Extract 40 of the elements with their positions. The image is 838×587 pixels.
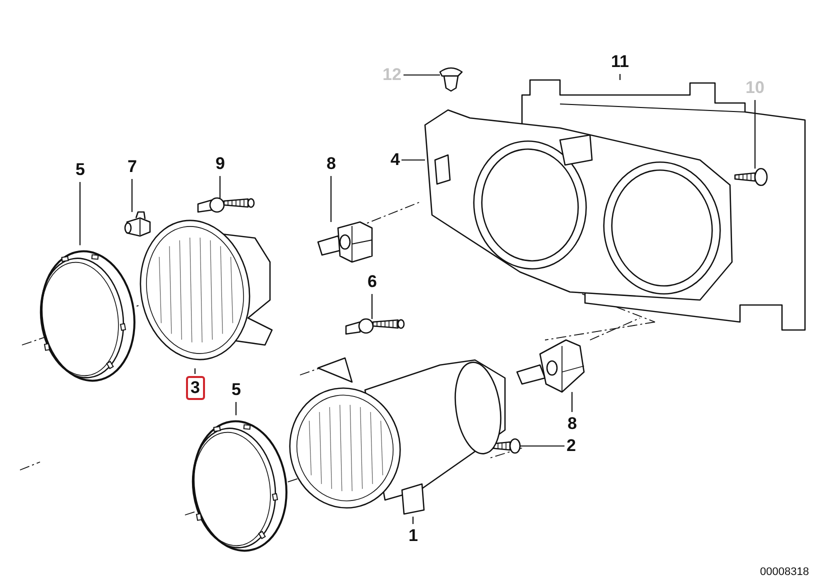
leader-line — [131, 179, 133, 212]
callout-number: 1 — [408, 526, 418, 546]
trim-ring-drawing — [40, 250, 136, 382]
leader-line — [404, 74, 440, 76]
callout-number: 8 — [568, 414, 577, 434]
leader-line — [235, 402, 237, 416]
callout-number: 11 — [611, 52, 629, 72]
leader-line — [371, 294, 373, 319]
adjusting-screw-drawing — [345, 318, 405, 335]
clip-drawing — [439, 67, 463, 92]
callout-number: 8 — [326, 154, 336, 174]
leader-line — [219, 176, 221, 198]
callout-number: 3 — [186, 376, 205, 400]
bulb-drawing — [317, 221, 373, 263]
leader-line — [330, 176, 332, 222]
leader-line — [79, 182, 81, 246]
callout-number: 2 — [566, 436, 576, 456]
leader-line — [619, 74, 621, 80]
leader-line — [402, 159, 425, 161]
trim-ring-drawing — [192, 420, 288, 552]
callout-number: 5 — [232, 380, 241, 400]
callout-number: 10 — [746, 78, 764, 98]
bulb-socket-drawing — [124, 211, 151, 237]
callout-number: 4 — [390, 150, 400, 170]
callout-number: 12 — [382, 65, 402, 85]
adjusting-screw-drawing — [197, 197, 255, 213]
headlight-drawing — [140, 220, 273, 360]
callout-number: 7 — [128, 157, 137, 177]
leader-line — [571, 392, 573, 412]
callout-number: 9 — [216, 154, 225, 174]
leader-line — [412, 516, 414, 524]
drawing-number: 00008318 — [760, 566, 809, 578]
headlight-drawing — [289, 357, 506, 515]
callout-number: 5 — [76, 160, 85, 180]
leader-line — [520, 445, 564, 447]
bulb-drawing — [516, 339, 585, 393]
callout-number: 6 — [368, 272, 377, 292]
leader-line — [754, 100, 756, 169]
housing-frame-drawing — [424, 109, 733, 301]
leader-line — [194, 368, 196, 374]
